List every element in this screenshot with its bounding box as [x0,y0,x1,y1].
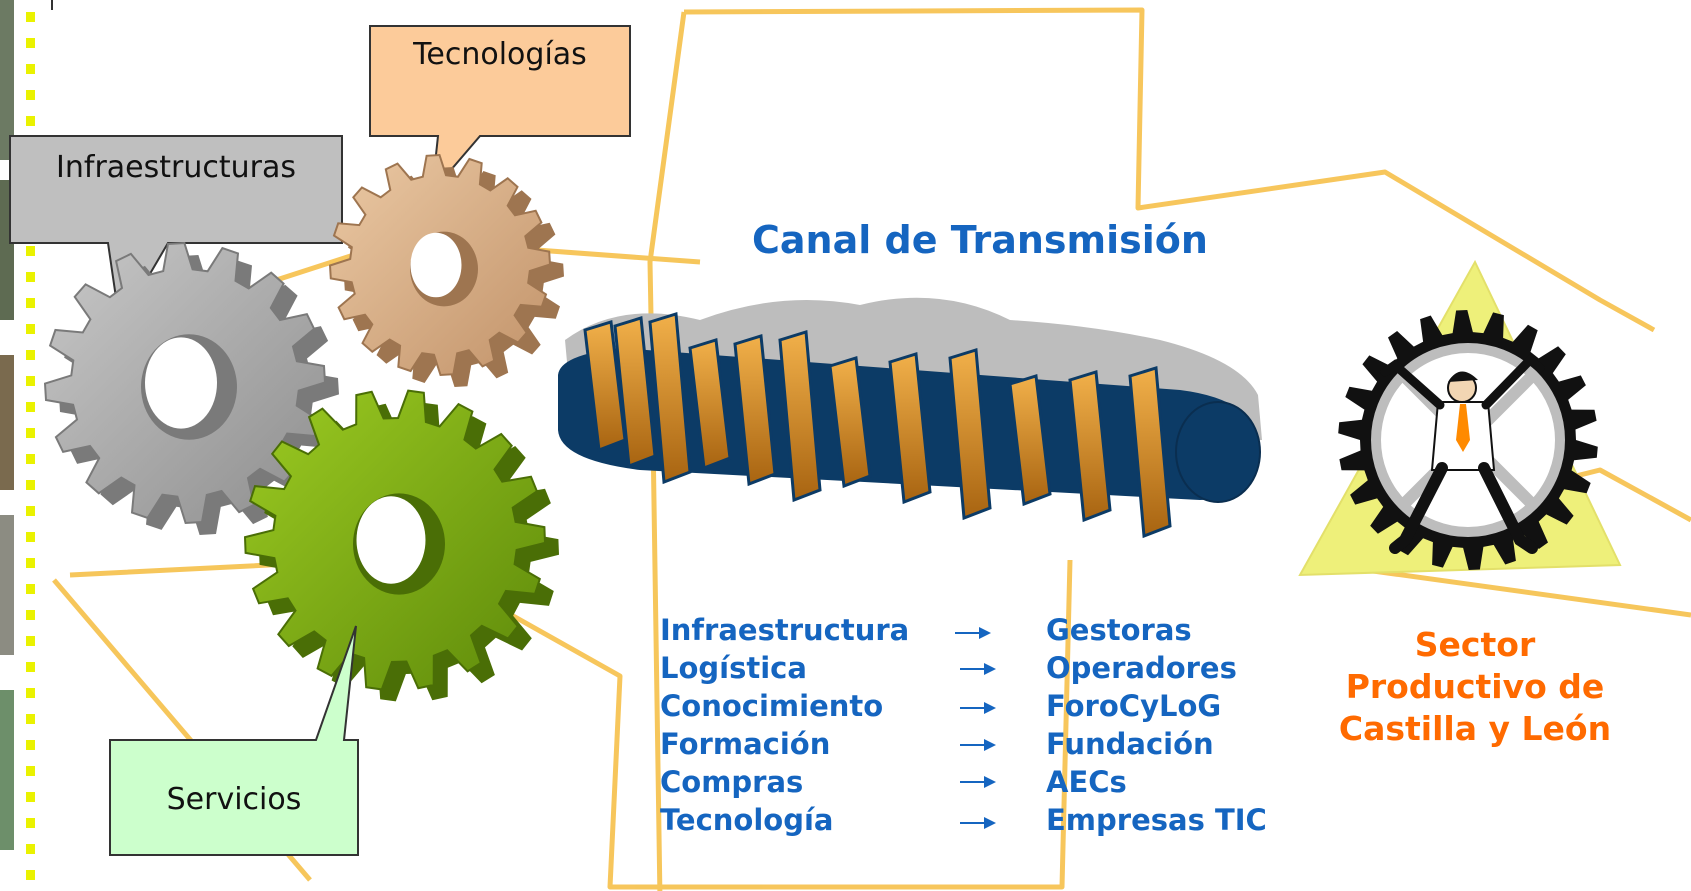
sector-line: Productivo de [1345,667,1605,706]
cam-lobe [1128,366,1172,539]
list-item: ForoCyLoG [1046,689,1222,723]
divider-dot [26,324,35,334]
list-item: Infraestructura [660,613,910,647]
divider-dot [26,272,35,282]
list-item: Formación [660,727,831,761]
divider-dot [26,246,35,256]
cam-lobe [648,312,692,485]
callout-tecnologias-bubble [369,25,631,196]
arrow-right-icon [960,776,996,788]
cam-lobe [1068,370,1112,523]
callout-servicios: Servicios [166,782,302,817]
gears-group [43,153,564,702]
list-item: Conocimiento [660,689,884,723]
sector-icon [1298,259,1622,577]
arrow-right-icon [955,627,991,639]
list-item: Logística [660,651,807,685]
list-item: Tecnología [660,803,834,837]
diagram-title: Canal de Transmisión [752,218,1208,262]
camshaft [558,297,1262,539]
divider-dot [26,532,35,542]
divider-dot [26,38,35,48]
arrow-right-icon [960,663,996,675]
divider-dot [26,454,35,464]
callout-infraestructuras: Infraestructuras [56,150,296,185]
gear-tan-icon [328,153,564,387]
list-item: Fundación [1046,727,1214,761]
divider-dot [26,870,35,880]
arrow-right-icon [960,739,996,751]
list-item: Gestoras [1046,613,1192,647]
cam-lobe [888,352,932,505]
divider-dot [26,402,35,412]
transmission-list-right: Gestoras Operadores ForoCyLoG Fundación … [1046,611,1267,839]
divider-dot [26,298,35,308]
divider-dot [26,116,35,126]
divider-dot [26,844,35,854]
cam-lobe [688,338,732,471]
sector-label: Sector Productivo de Castilla y León [1310,624,1640,750]
sector-line: Sector [1414,625,1536,664]
divider-dot [26,740,35,750]
divider-dot [26,688,35,698]
divider-dot [26,558,35,568]
arrow-right-icon [960,817,996,829]
list-item: AECs [1046,765,1127,799]
divider-dot [26,428,35,438]
divider-dot [26,12,35,22]
divider-dot [26,662,35,672]
divider-dot [26,90,35,100]
divider-dot [26,350,35,360]
divider-dot [26,818,35,828]
cam-lobe [733,334,777,487]
cam-lobe [948,348,992,521]
divider-dot [26,792,35,802]
divider-dot [26,714,35,724]
cam-lobe [1008,374,1052,507]
divider-dot [26,480,35,490]
transmission-list-left: Infraestructura Logística Conocimiento F… [660,611,909,839]
divider-dot [26,610,35,620]
arrow-right-icon [960,702,996,714]
gear-grey-icon [43,241,339,535]
list-item: Compras [660,765,804,799]
divider-dot [26,766,35,776]
callout-servicios-bubble [109,625,359,856]
gear-green-icon [243,389,559,702]
cam-lobe [778,330,822,503]
divider-dot [26,64,35,74]
list-item: Empresas TIC [1046,803,1267,837]
cam-lobe [613,316,657,469]
divider-dot [26,506,35,516]
divider-dot [26,584,35,594]
divider-dot [26,636,35,646]
divider-dot [26,376,35,386]
cam-lobe [828,356,872,489]
sector-line: Castilla y León [1338,709,1612,748]
person-icon [1380,353,1545,554]
callout-tecnologias: Tecnologías [413,37,587,72]
list-item: Operadores [1046,651,1237,685]
